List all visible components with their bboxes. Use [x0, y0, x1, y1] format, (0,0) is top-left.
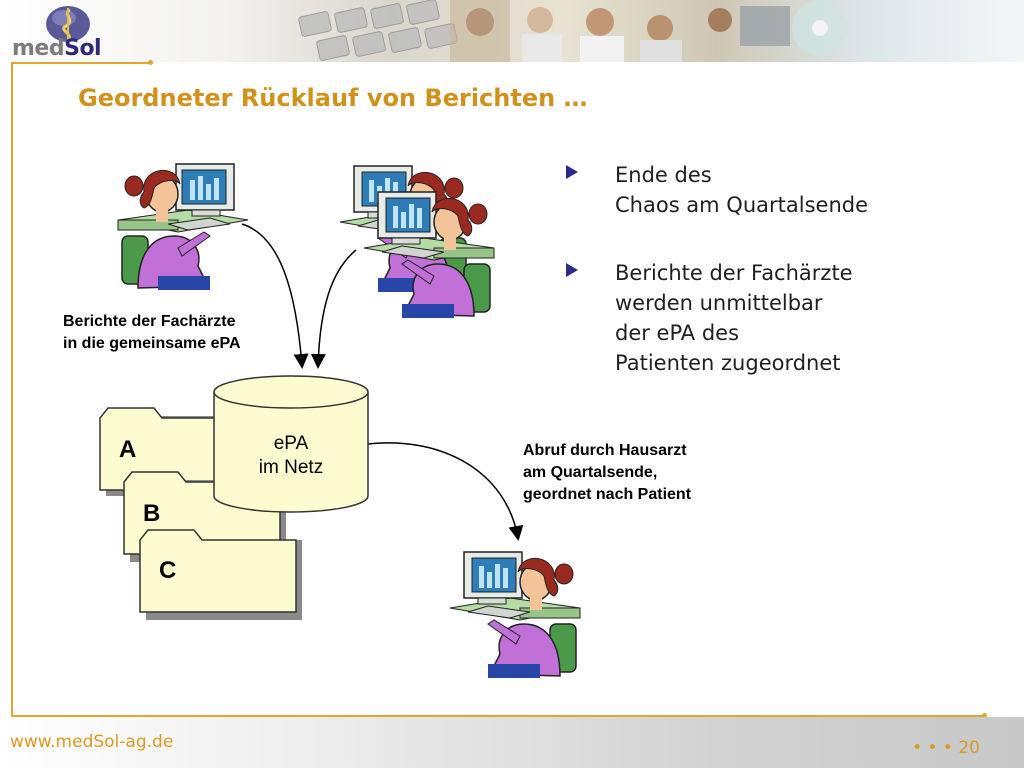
epa-database-label: ePA im Netz — [258, 433, 324, 478]
frame-line-left — [11, 62, 13, 716]
logo-icon — [44, 4, 92, 42]
bullet-text: Berichte der Fachärzte werden unmittelba… — [615, 261, 853, 375]
logo-sol-text: Sol — [64, 36, 102, 61]
bullet-marker-icon — [566, 263, 578, 277]
frame-dot-bottom — [982, 713, 987, 718]
caption-specialist-reports: Berichte der Fachärzte in die gemeinsame… — [63, 313, 241, 352]
frame-line-bottom — [11, 715, 986, 717]
epa-database-cylinder — [213, 375, 369, 513]
logo-wordmark: medSol — [12, 36, 102, 61]
folder-c — [139, 529, 302, 620]
arrow-epa-to-gp — [367, 442, 524, 541]
frame-dot-top — [148, 60, 153, 65]
folder-a-label: A — [119, 436, 137, 463]
arrow-left-to-epa — [241, 223, 309, 369]
workstation-specialist-1 — [117, 163, 249, 291]
workstation-specialist-3 — [363, 191, 495, 319]
folder-c-label: C — [159, 557, 177, 584]
frame-line-top — [12, 62, 152, 64]
caption-gp-retrieval: Abruf durch Hausarzt am Quartalsende, ge… — [523, 442, 692, 503]
page-number: • • • 20 — [912, 738, 980, 758]
header-photo-collage — [298, 0, 848, 62]
workstation-gp — [449, 551, 581, 679]
bullet-marker-icon — [566, 165, 578, 179]
header-banner — [0, 0, 1024, 62]
bullet-item-2: Berichte der Fachärzte werden unmittelba… — [566, 258, 986, 382]
folder-b-label: B — [143, 500, 161, 527]
footer-url-link[interactable]: www.medSol-ag.de — [10, 732, 174, 752]
footer-bar — [0, 717, 1024, 768]
arrow-right-to-epa — [310, 249, 357, 369]
bullet-item-1: Ende des Chaos am Quartalsende — [566, 160, 986, 224]
bullet-text: Ende des Chaos am Quartalsende — [615, 163, 869, 217]
logo-med-text: med — [12, 36, 65, 61]
slide-title: Geordneter Rücklauf von Berichten … — [78, 84, 588, 112]
